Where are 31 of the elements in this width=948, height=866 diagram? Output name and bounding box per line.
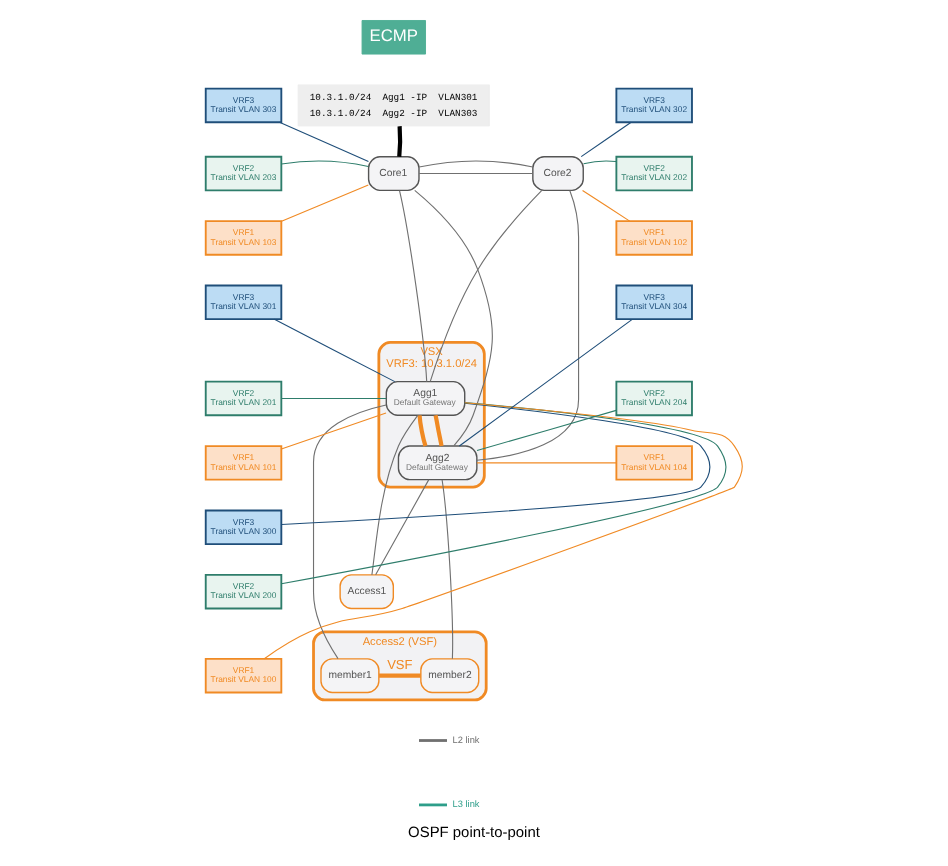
connector (280, 412, 387, 450)
connector (398, 189, 428, 383)
connector (476, 409, 617, 452)
connector (379, 673, 421, 678)
connector (280, 160, 369, 167)
connector (441, 479, 454, 660)
connector (476, 189, 580, 461)
connector (281, 397, 387, 400)
connector (371, 414, 419, 576)
connector (417, 415, 428, 447)
connector (429, 189, 543, 382)
caption: OSPF point-to-point (408, 822, 540, 841)
connector (476, 462, 617, 464)
connector (280, 402, 727, 585)
connector (312, 404, 387, 660)
connector (418, 173, 534, 175)
connector (278, 121, 369, 162)
connector (273, 318, 396, 383)
connector (433, 414, 444, 447)
connector (418, 160, 534, 168)
connector (375, 479, 430, 576)
connector (582, 189, 631, 222)
connector (263, 402, 743, 660)
connector (397, 126, 403, 157)
connector (281, 184, 369, 222)
connector (414, 189, 493, 447)
node-box: ECMP (361, 20, 426, 55)
connector (580, 121, 632, 158)
connector (280, 402, 711, 525)
connector (458, 318, 633, 447)
connector (583, 160, 617, 165)
